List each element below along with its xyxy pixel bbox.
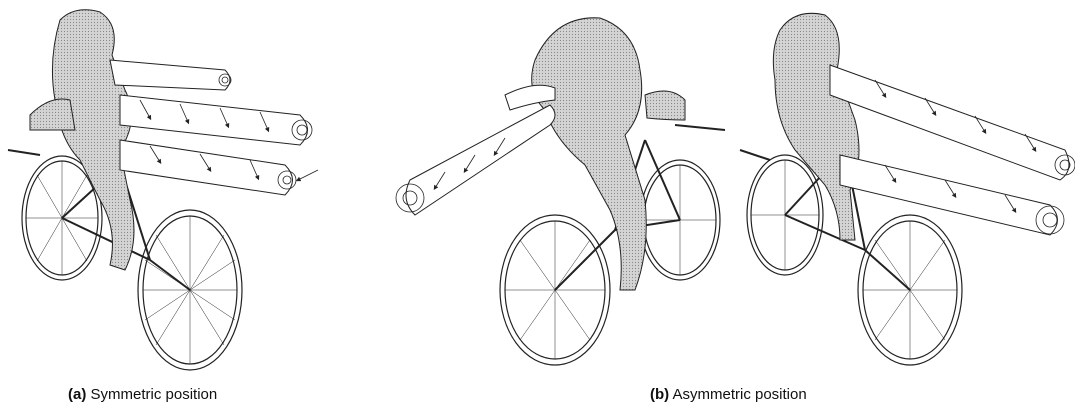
cyclist-left (396, 18, 725, 365)
caption-asymmetric: (b) Asymmetric position (650, 386, 807, 403)
panel-asymmetric (385, 0, 1075, 380)
vortex-tubes (110, 60, 318, 195)
caption-label-a: Symmetric position (91, 386, 218, 403)
caption-tag-a: (a) (68, 386, 86, 403)
caption-tag-b: (b) (650, 386, 669, 403)
cyclist-illustration-symmetric (0, 0, 330, 380)
cyclist-right (740, 13, 1075, 365)
caption-symmetric: (a) Symmetric position (68, 386, 217, 403)
cyclist-illustration-asymmetric (385, 0, 1075, 380)
panel-symmetric (0, 0, 330, 380)
caption-label-b: Asymmetric position (673, 386, 807, 403)
rider (30, 10, 134, 270)
